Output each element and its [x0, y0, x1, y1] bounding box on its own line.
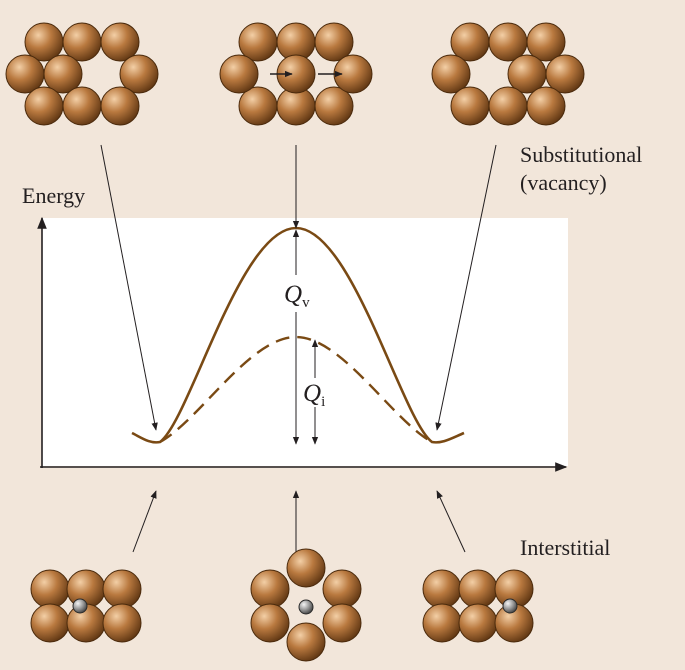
host-atom: [545, 54, 585, 94]
host-atom: [100, 86, 140, 126]
host-atom: [102, 569, 142, 609]
host-atom: [238, 22, 278, 62]
arrow-interstitial-left: [132, 490, 157, 553]
interstitial-config-saddle: [250, 548, 362, 662]
interstitial-atom: [72, 598, 88, 614]
arrow-interstitial-right: [436, 490, 466, 553]
interstitial-atom: [298, 599, 314, 615]
host-atom: [43, 54, 83, 94]
host-atom: [322, 603, 362, 643]
host-atom: [100, 22, 140, 62]
host-atom: [286, 622, 326, 662]
vacancy-config-initial: [5, 22, 159, 126]
vacancy-config-saddle: [219, 22, 373, 126]
host-atom: [314, 22, 354, 62]
energy-axis-label: Energy: [22, 183, 85, 208]
host-atom: [488, 86, 528, 126]
q-vacancy-label: Qv: [284, 281, 310, 311]
host-atom: [488, 22, 528, 62]
host-atom: [5, 54, 45, 94]
host-atom: [526, 86, 566, 126]
host-atom: [250, 569, 290, 609]
host-atom: [250, 603, 290, 643]
substitutional-label: Substitutional: [520, 142, 642, 167]
host-atom: [102, 603, 142, 643]
host-atom: [314, 86, 354, 126]
host-atom: [219, 54, 259, 94]
q-interstitial-label: Qi: [303, 380, 325, 410]
plot-area: [42, 218, 568, 466]
host-atom: [238, 86, 278, 126]
host-atom: [24, 22, 64, 62]
interstitial-config-initial: [30, 569, 142, 643]
host-atom: [322, 569, 362, 609]
interstitial-label: Interstitial: [520, 535, 610, 560]
host-atom: [507, 54, 547, 94]
arrow-vacancy-right: [435, 144, 497, 431]
interstitial-config-final: [422, 569, 534, 643]
host-atom: [431, 54, 471, 94]
interstitial-barrier-curve: [159, 335, 433, 444]
interstitial-atom: [502, 598, 518, 614]
host-atom: [62, 86, 102, 126]
host-atom: [450, 22, 490, 62]
host-atom: [422, 603, 462, 643]
host-atom: [24, 86, 64, 126]
host-atom: [422, 569, 462, 609]
host-atom: [526, 22, 566, 62]
vacancy-label: (vacancy): [520, 170, 607, 195]
host-atom: [286, 548, 326, 588]
arrow-vacancy-left: [100, 144, 158, 431]
host-atom: [62, 22, 102, 62]
host-atom: [30, 603, 70, 643]
host-atom: [119, 54, 159, 94]
host-atom: [458, 603, 498, 643]
host-atom: [450, 86, 490, 126]
host-atom: [458, 569, 498, 609]
host-atom: [30, 569, 70, 609]
vacancy-config-final: [431, 22, 585, 126]
